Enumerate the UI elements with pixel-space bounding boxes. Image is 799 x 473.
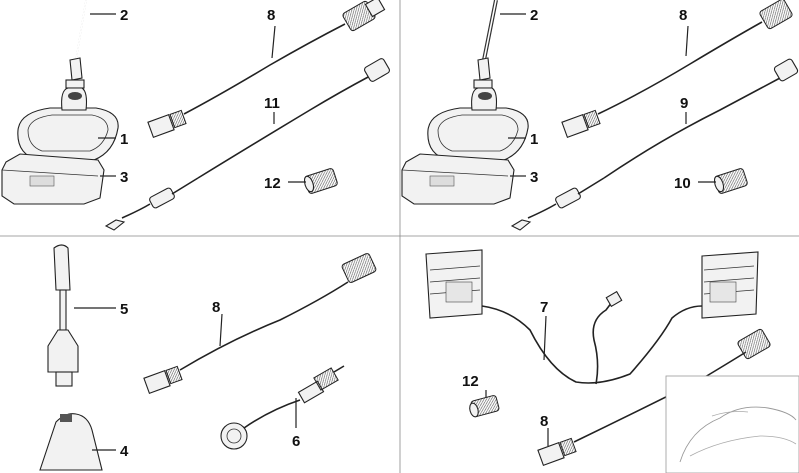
callout-2: 2	[530, 7, 538, 24]
panel-top-left: 2 8 11 1 3 12	[1, 0, 390, 231]
nut-12	[303, 168, 338, 194]
base-plate	[1, 153, 105, 205]
antenna-rod	[473, 0, 498, 89]
wiring-harness	[481, 290, 703, 385]
callout-11: 11	[264, 95, 280, 112]
callout-8: 8	[540, 413, 548, 430]
rubber-base	[39, 413, 103, 471]
callout-8: 8	[212, 299, 220, 316]
callout-3: 3	[530, 169, 538, 186]
callout-10: 10	[674, 175, 691, 192]
callout-1: 1	[530, 131, 538, 148]
cable-8	[561, 0, 793, 138]
cable-11	[104, 58, 390, 231]
window-antenna-left	[425, 249, 483, 319]
adapter-cable	[220, 365, 345, 450]
callout-6: 6	[292, 433, 300, 450]
callout-1: 1	[120, 131, 128, 148]
callout-7: 7	[540, 299, 548, 316]
callout-12: 12	[264, 175, 281, 192]
callout-9: 9	[680, 95, 688, 112]
rod-antenna	[47, 244, 79, 387]
callout-8: 8	[679, 7, 687, 24]
callout-8: 8	[267, 7, 275, 24]
antenna-base	[427, 87, 529, 161]
callout-5: 5	[120, 301, 128, 318]
callout-3: 3	[120, 169, 128, 186]
window-antenna-right	[701, 251, 759, 319]
cable-9	[510, 58, 799, 231]
callout-4: 4	[120, 443, 129, 460]
panel-bottom-right: 7 12 8	[425, 249, 799, 473]
nut-10	[713, 168, 748, 194]
callout-2: 2	[120, 7, 128, 24]
base-plate	[401, 153, 515, 205]
callout-12: 12	[462, 373, 479, 390]
antenna-base	[17, 87, 119, 161]
panel-bottom-left: 5 8 6 4	[39, 244, 377, 471]
car-inset	[665, 375, 799, 473]
nut-12	[469, 395, 500, 418]
panel-top-right: 2 8 9 1 3 10	[401, 0, 799, 231]
cable-8	[147, 0, 386, 138]
cable-8	[143, 253, 377, 394]
antenna-rod	[65, 0, 87, 89]
